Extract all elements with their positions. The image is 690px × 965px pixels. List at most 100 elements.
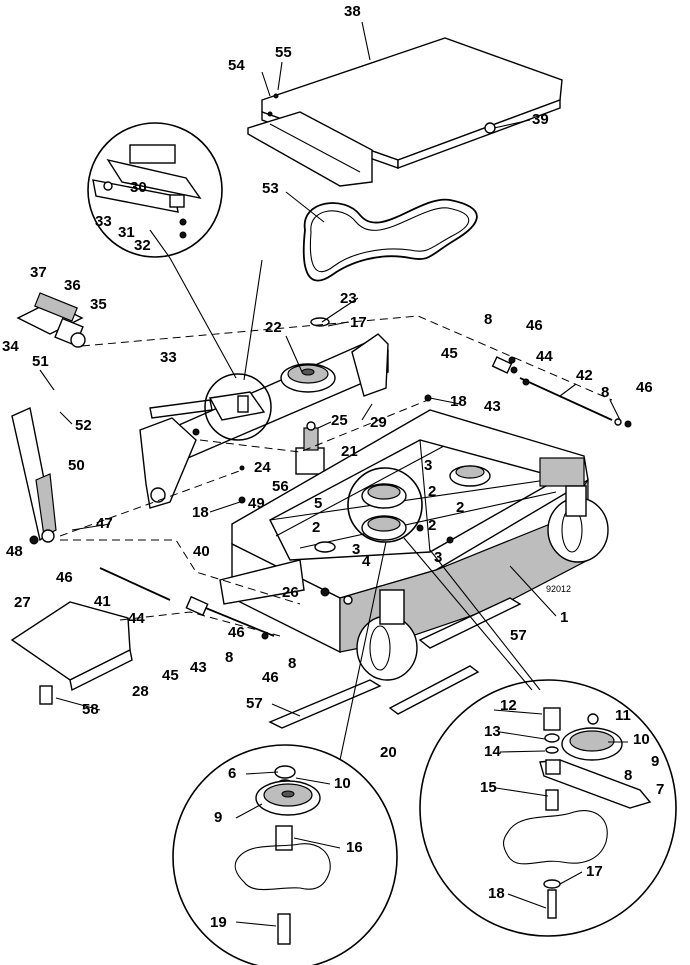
callout-45b: 45 bbox=[441, 345, 458, 362]
drive-pulley-assembly bbox=[280, 317, 336, 475]
assembly-dashed-lines bbox=[59, 315, 613, 637]
callout-46e: 46 bbox=[636, 379, 653, 396]
callout-44b: 44 bbox=[536, 348, 553, 365]
callout-29: 29 bbox=[370, 414, 387, 431]
leader-lines bbox=[149, 229, 541, 761]
callout-54: 54 bbox=[228, 57, 245, 74]
callout-18c: 18 bbox=[488, 885, 505, 902]
callout-33b: 33 bbox=[160, 349, 177, 366]
callout-6: 6 bbox=[228, 765, 236, 782]
callout-13: 13 bbox=[484, 723, 501, 740]
callout-2c: 2 bbox=[428, 517, 436, 534]
callout-41: 41 bbox=[94, 593, 111, 610]
lift-rod-right bbox=[491, 356, 632, 428]
callout-22: 22 bbox=[265, 319, 282, 336]
callout-42: 42 bbox=[576, 367, 593, 384]
callout-1: 1 bbox=[560, 609, 568, 626]
callout-15: 15 bbox=[480, 779, 497, 796]
callout-30: 30 bbox=[130, 179, 147, 196]
callout-24: 24 bbox=[254, 459, 271, 476]
callout-32: 32 bbox=[134, 237, 151, 254]
callout-pointers bbox=[39, 21, 628, 927]
callout-2a: 2 bbox=[312, 519, 320, 536]
callout-51: 51 bbox=[32, 353, 49, 370]
callout-58: 58 bbox=[82, 701, 99, 718]
callout-8d: 8 bbox=[601, 384, 609, 401]
callout-21: 21 bbox=[341, 443, 358, 460]
callout-37: 37 bbox=[30, 264, 47, 281]
callout-46a: 46 bbox=[56, 569, 73, 586]
callout-57b: 57 bbox=[510, 627, 527, 644]
callout-4: 4 bbox=[362, 553, 371, 570]
detail-circle-mount-bracket bbox=[87, 122, 223, 258]
callout-36: 36 bbox=[64, 277, 81, 294]
callout-5: 5 bbox=[314, 495, 322, 512]
callout-8a: 8 bbox=[225, 649, 233, 666]
callout-49: 49 bbox=[248, 495, 265, 512]
callout-38: 38 bbox=[344, 3, 361, 20]
callout-3c: 3 bbox=[424, 457, 432, 474]
callout-8c: 8 bbox=[484, 311, 492, 328]
callout-9b: 9 bbox=[651, 753, 659, 770]
callout-46b: 46 bbox=[228, 624, 245, 641]
detail-circle-bracket-small bbox=[204, 373, 272, 441]
callout-34: 34 bbox=[2, 338, 19, 355]
callout-25: 25 bbox=[331, 412, 348, 429]
pivot-axle-assembly bbox=[16, 292, 86, 348]
figure-code: 92012 bbox=[546, 584, 571, 594]
callout-26: 26 bbox=[282, 584, 299, 601]
callout-2b: 2 bbox=[428, 483, 436, 500]
callout-3b: 3 bbox=[434, 549, 442, 566]
callout-3a: 3 bbox=[352, 541, 360, 558]
callout-43a: 43 bbox=[190, 659, 207, 676]
callout-10a: 10 bbox=[334, 775, 351, 792]
callout-46d: 46 bbox=[526, 317, 543, 334]
callout-31: 31 bbox=[118, 224, 135, 241]
callout-57a: 57 bbox=[246, 695, 263, 712]
deck-pulleys bbox=[314, 465, 491, 553]
callout-55: 55 bbox=[275, 44, 292, 61]
lift-lever bbox=[11, 407, 57, 545]
callout-16: 16 bbox=[346, 839, 363, 856]
callout-53: 53 bbox=[262, 180, 279, 197]
cutter-blades bbox=[268, 597, 522, 729]
callout-2d: 2 bbox=[456, 499, 464, 516]
detail-circle-idler-arm bbox=[419, 679, 677, 937]
callout-44a: 44 bbox=[128, 610, 145, 627]
callout-20: 20 bbox=[380, 744, 397, 761]
callout-14: 14 bbox=[484, 743, 501, 760]
callout-39: 39 bbox=[532, 111, 549, 128]
callout-27: 27 bbox=[14, 594, 31, 611]
hardware-fasteners bbox=[192, 93, 518, 605]
callout-43b: 43 bbox=[484, 398, 501, 415]
callout-48: 48 bbox=[6, 543, 23, 560]
callout-8e: 8 bbox=[624, 767, 632, 784]
callout-17b: 17 bbox=[586, 863, 603, 880]
callout-28: 28 bbox=[132, 683, 149, 700]
deck-cover-plate bbox=[247, 37, 563, 187]
callout-18a: 18 bbox=[192, 504, 209, 521]
detail-circle-idler-pulley bbox=[172, 744, 398, 965]
callout-18b: 18 bbox=[450, 393, 467, 410]
callout-56: 56 bbox=[272, 478, 289, 495]
callout-47: 47 bbox=[96, 515, 113, 532]
callout-35: 35 bbox=[90, 296, 107, 313]
callout-7: 7 bbox=[656, 781, 664, 798]
drive-belt bbox=[302, 198, 478, 282]
callout-12: 12 bbox=[500, 697, 517, 714]
callout-10b: 10 bbox=[633, 731, 650, 748]
callout-46c: 46 bbox=[262, 669, 279, 686]
callout-52: 52 bbox=[75, 417, 92, 434]
callout-9a: 9 bbox=[214, 809, 222, 826]
callout-23: 23 bbox=[340, 290, 357, 307]
callout-40: 40 bbox=[193, 543, 210, 560]
discharge-chute bbox=[10, 601, 133, 705]
callout-19: 19 bbox=[210, 914, 227, 931]
callout-45a: 45 bbox=[162, 667, 179, 684]
callout-11: 11 bbox=[615, 707, 631, 724]
callout-50: 50 bbox=[68, 457, 85, 474]
callout-17: 17 bbox=[350, 314, 367, 331]
part-callouts: 38 54 55 39 53 30 33 31 32 37 36 35 34 2… bbox=[2, 3, 664, 931]
callout-8b: 8 bbox=[288, 655, 296, 672]
